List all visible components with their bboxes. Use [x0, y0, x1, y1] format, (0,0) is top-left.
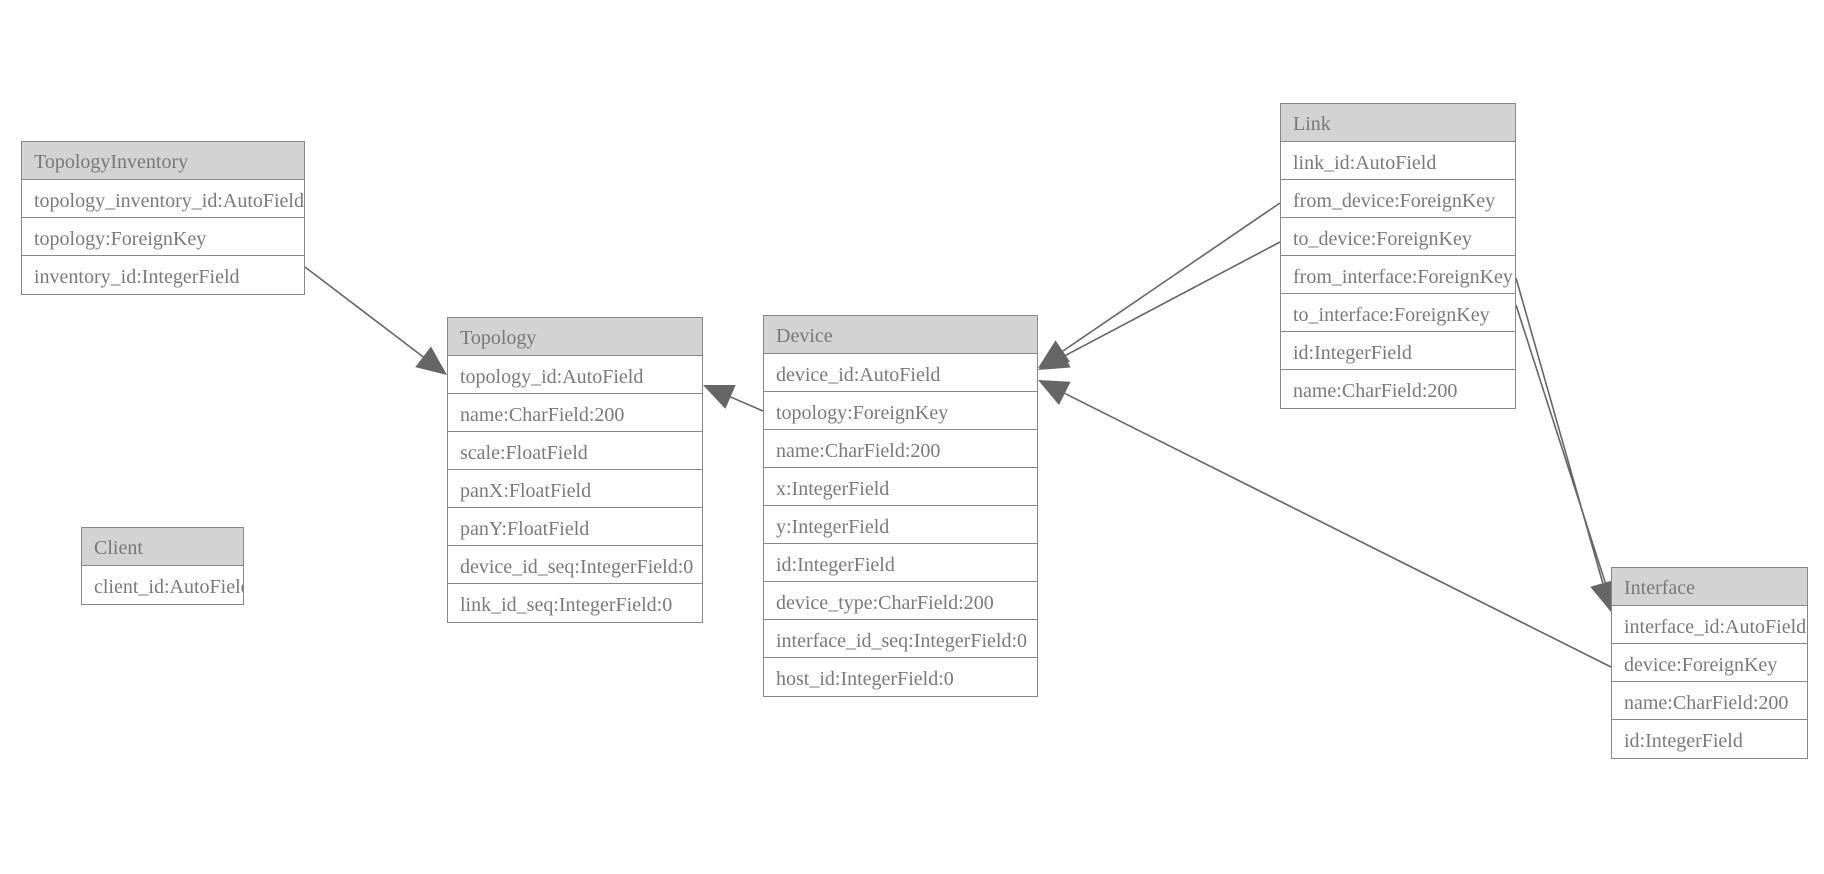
relationship-line	[304, 266, 424, 358]
relationship-line	[730, 396, 764, 412]
entity-title-link: Link	[1281, 104, 1515, 142]
entity-title-interface: Interface	[1612, 568, 1807, 606]
relationship-line	[1064, 241, 1281, 357]
relationship-arrowhead	[703, 385, 736, 409]
entity-field[interactable]: scale:FloatField	[448, 432, 702, 470]
entity-title-client: Client	[82, 528, 243, 566]
relationship-arrowhead	[415, 346, 447, 375]
entity-field[interactable]: link_id_seq:IntegerField:0	[448, 584, 702, 622]
entity-field[interactable]: name:CharField:200	[764, 430, 1037, 468]
entity-title-topology_inventory: TopologyInventory	[22, 142, 304, 180]
entity-field[interactable]: id:IntegerField	[764, 544, 1037, 582]
relationship-line	[1062, 202, 1281, 352]
entity-field[interactable]: topology:ForeignKey	[22, 218, 304, 256]
relationship-line	[1515, 304, 1608, 588]
entity-field[interactable]: topology_id:AutoField	[448, 356, 702, 394]
entity-field[interactable]: y:IntegerField	[764, 506, 1037, 544]
entity-field[interactable]: to_interface:ForeignKey	[1281, 294, 1515, 332]
relationship-device-topology	[703, 385, 764, 412]
relationship-topologyinventory-topology	[304, 266, 447, 375]
relationship-link-from-interface	[1515, 277, 1616, 612]
entity-field[interactable]: device_id_seq:IntegerField:0	[448, 546, 702, 584]
entity-field[interactable]: device_id:AutoField	[764, 354, 1037, 392]
entity-field[interactable]: client_id:AutoField	[82, 566, 243, 604]
relationship-link-to-interface	[1515, 304, 1620, 616]
entity-field[interactable]: device_type:CharField:200	[764, 582, 1037, 620]
entity-title-device: Device	[764, 316, 1037, 354]
entity-field[interactable]: topology_inventory_id:AutoField	[22, 180, 304, 218]
relationship-line	[1515, 277, 1604, 584]
entity-field[interactable]: id:IntegerField	[1281, 332, 1515, 370]
entity-field[interactable]: name:CharField:200	[1612, 682, 1807, 720]
entity-field[interactable]: inventory_id:IntegerField	[22, 256, 304, 294]
entity-field[interactable]: name:CharField:200	[448, 394, 702, 432]
relationship-arrowhead	[1038, 340, 1071, 368]
entity-field[interactable]: interface_id:AutoField	[1612, 606, 1807, 644]
entity-field[interactable]: device:ForeignKey	[1612, 644, 1807, 682]
relationship-line	[1064, 392, 1612, 668]
relationship-link-from-device	[1038, 202, 1281, 368]
entity-field[interactable]: from_interface:ForeignKey	[1281, 256, 1515, 294]
relationship-arrowhead	[1038, 344, 1071, 370]
entity-field[interactable]: interface_id_seq:IntegerField:0	[764, 620, 1037, 658]
entity-field[interactable]: topology:ForeignKey	[764, 392, 1037, 430]
relationship-link-to-device	[1038, 241, 1281, 370]
entity-field[interactable]: panY:FloatField	[448, 508, 702, 546]
entity-field[interactable]: id:IntegerField	[1612, 720, 1807, 758]
entity-title-topology: Topology	[448, 318, 702, 356]
entity-field[interactable]: x:IntegerField	[764, 468, 1037, 506]
entity-field[interactable]: host_id:IntegerField:0	[764, 658, 1037, 696]
relationship-interface-device	[1038, 380, 1612, 668]
relationship-arrowhead	[1038, 380, 1071, 406]
entity-field[interactable]: to_device:ForeignKey	[1281, 218, 1515, 256]
entity-field[interactable]: link_id:AutoField	[1281, 142, 1515, 180]
entity-field[interactable]: from_device:ForeignKey	[1281, 180, 1515, 218]
entity-field[interactable]: name:CharField:200	[1281, 370, 1515, 408]
entity-field[interactable]: panX:FloatField	[448, 470, 702, 508]
